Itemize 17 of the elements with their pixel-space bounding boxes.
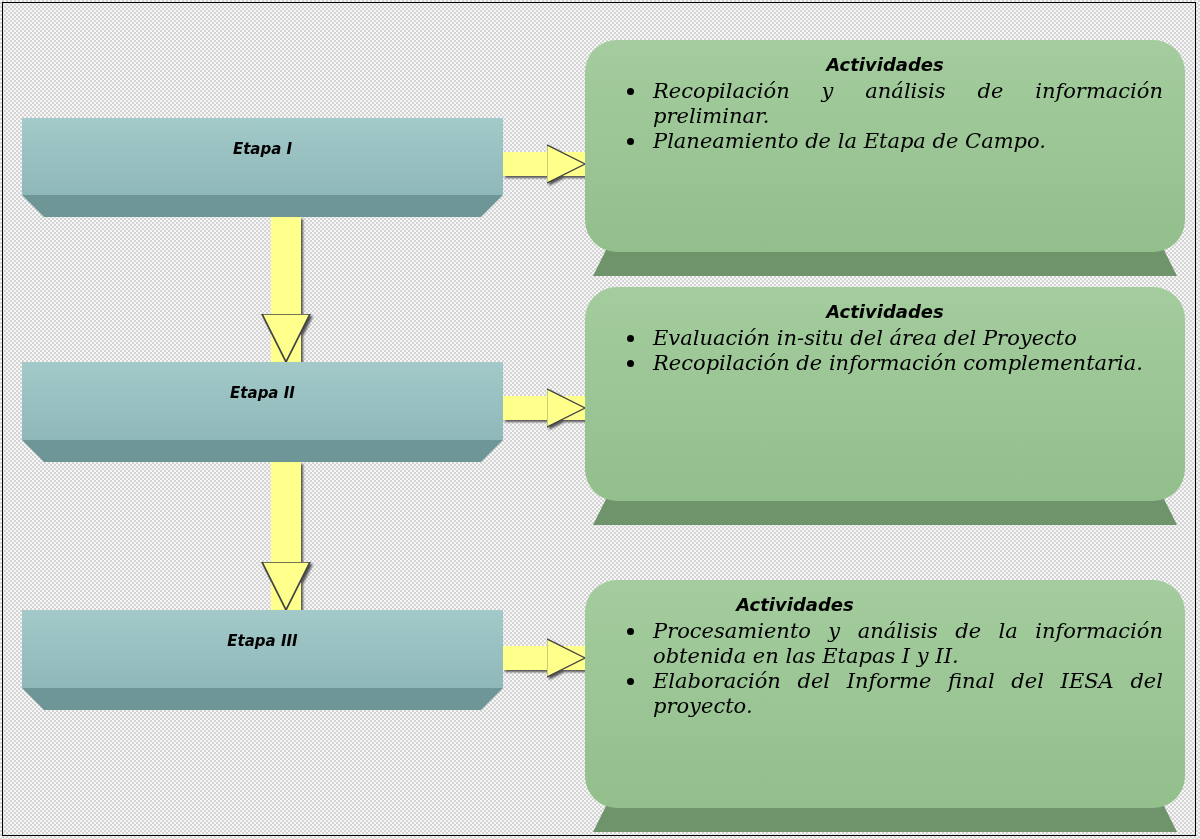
activities-heading: Actividades [824,301,945,322]
block-arrow [261,217,311,363]
stage-label: Etapa II [229,384,296,402]
stage-label: Etapa III [226,632,299,650]
bullet-item: Recopilación y análisis de información preliminar. [653,79,1163,128]
block-arrow [503,144,586,184]
block-arrow [261,462,311,611]
activities-heading: Actividades [734,594,855,615]
stage-label: Etapa I [231,140,294,158]
bullet-item: Elaboración del Informe final del IESA del proyecto. [653,669,1163,718]
activities-heading: Actividades [824,54,945,75]
block-arrow [503,388,586,428]
bullet-item: Recopilación de información complementaria. [653,351,1144,375]
bullet-item: Planeamiento de la Etapa de Campo. [653,129,1046,153]
bullet-item: Procesamiento y análisis de la información obtenida en las Etapas I y II. [653,619,1163,668]
block-arrow [503,638,586,678]
bullet-item: Evaluación in-situ del área del Proyecto [653,326,1077,350]
